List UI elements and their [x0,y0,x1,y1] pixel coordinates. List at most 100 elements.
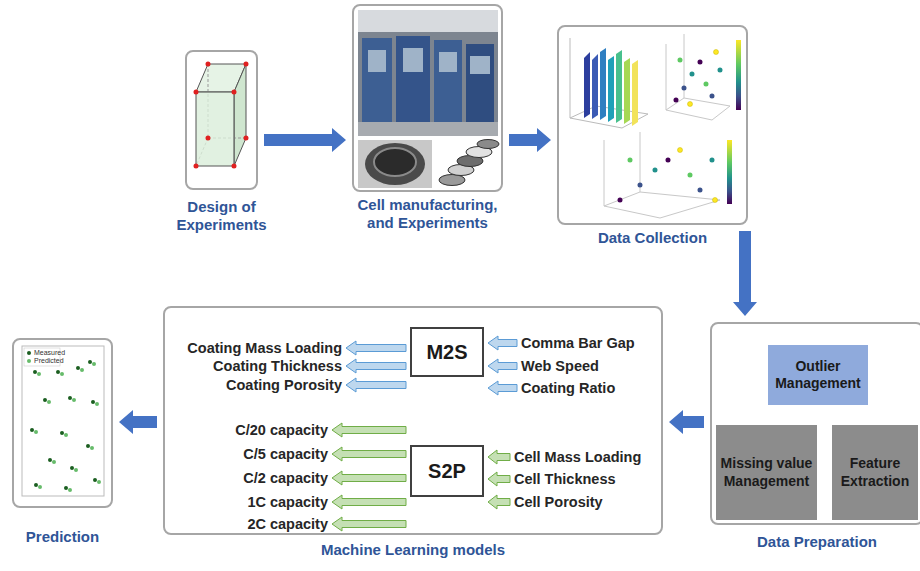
machine-panel [466,44,494,122]
output-arrow [346,378,406,392]
plot-axes [22,346,104,496]
io-label: Coating Porosity [226,376,342,394]
io-label: C/5 capacity [243,445,328,463]
panel-box: Data PreparationOutlier ManagementMissin… [710,322,920,525]
data-point [628,58,709,178]
box-caption: Data Collection [598,229,707,246]
io-label: Coating Mass Loading [187,339,342,357]
io-label: Cell Porosity [514,493,603,511]
output-arrow [346,341,406,355]
machine-window [470,56,490,74]
io-label: Cell Mass Loading [514,448,641,466]
color-bar [727,140,732,204]
data-point [638,86,715,193]
plot-bar [600,48,606,120]
design-point [194,62,249,169]
plot-axes [570,38,648,128]
io-label: Web Speed [521,357,599,375]
box-caption: Cell manufacturing, and Experiments [357,196,497,231]
input-arrow [488,450,510,464]
output-arrow [346,359,406,373]
flow-arrow [119,410,157,434]
caption-wrap: Machine Learning models [283,541,543,559]
photo-floor [358,122,498,136]
plot-axes [604,132,720,218]
data-point [618,60,703,203]
data-point [678,50,719,203]
input-arrow [488,359,517,373]
process-box: S2P [410,445,484,497]
legend-swatch [27,351,31,355]
box-label: Missing value Management [720,455,813,490]
data-point [653,68,723,173]
output-arrow [332,471,406,485]
legend-row: Predicted [27,357,64,365]
box-caption: Prediction [26,528,99,545]
vessel-opening [374,148,416,176]
input-arrow [488,472,510,486]
io-label: Coating Thickness [213,357,342,375]
cube-face [234,64,246,166]
machine-panel [434,40,462,122]
measured-point [30,360,97,490]
process-box: M2S [410,327,484,377]
machine-window [368,50,386,72]
coin-cell-part [477,140,499,149]
process-box: Missing value Management [716,425,817,520]
box-label: Outlier Management [772,358,864,393]
io-label: 1C capacity [247,493,328,511]
legend-swatch [27,359,31,363]
flow-arrow [509,128,551,152]
box-caption: Data Preparation [757,533,877,550]
predicted-point [34,362,101,492]
caption-wrap: Data Preparation [732,533,902,551]
photo-ceiling [358,10,498,32]
input-arrow [488,381,517,395]
plot-bar [584,52,590,118]
process-box: Feature Extraction [832,425,918,520]
process-box: Outlier Management [768,345,868,405]
plot-bar [632,60,638,126]
output-arrow [332,447,406,461]
machine-window [439,52,457,72]
plot-bar [608,56,614,122]
input-arrow [488,336,517,350]
output-arrow [332,517,406,531]
cube-face [196,92,234,166]
box-caption: Design of Experiments [176,198,266,233]
caption-wrap: Cell manufacturing, and Experiments [348,196,508,232]
cube-hidden-edge [196,64,246,166]
legend-text: Measured [34,349,65,357]
caption-wrap: Data Collection [573,229,733,247]
panel-box: Data Collection [557,25,748,225]
coin-cell-part [439,175,465,186]
machine-panel [362,38,392,122]
panel-box: Design of Experiments [185,50,258,190]
box-caption: Machine Learning models [321,541,505,558]
box-label: S2P [428,459,466,484]
legend-row: Measured [27,349,65,357]
legend-text: Predicted [34,357,64,365]
output-arrow [332,495,406,509]
box-label: M2S [426,340,467,365]
plot-bar [592,54,598,119]
photo-machine [358,10,498,136]
io-label: Comma Bar Gap [521,334,635,352]
color-bar [736,40,741,110]
flow-arrow [733,231,757,316]
io-label: Cell Thickness [514,470,616,488]
plot-axes [666,34,730,120]
flow-arrow [264,128,346,152]
io-label: C/2 capacity [243,469,328,487]
output-arrow [332,423,406,437]
photo-vessel [358,140,432,188]
io-label: Coating Ratio [521,379,615,397]
caption-wrap: Design of Experiments [167,198,277,234]
plot-bar [624,58,630,124]
caption-wrap: Prediction [3,528,123,546]
machine-panel [396,36,430,122]
io-label: 2C capacity [247,515,328,533]
flow-arrow [669,410,704,434]
